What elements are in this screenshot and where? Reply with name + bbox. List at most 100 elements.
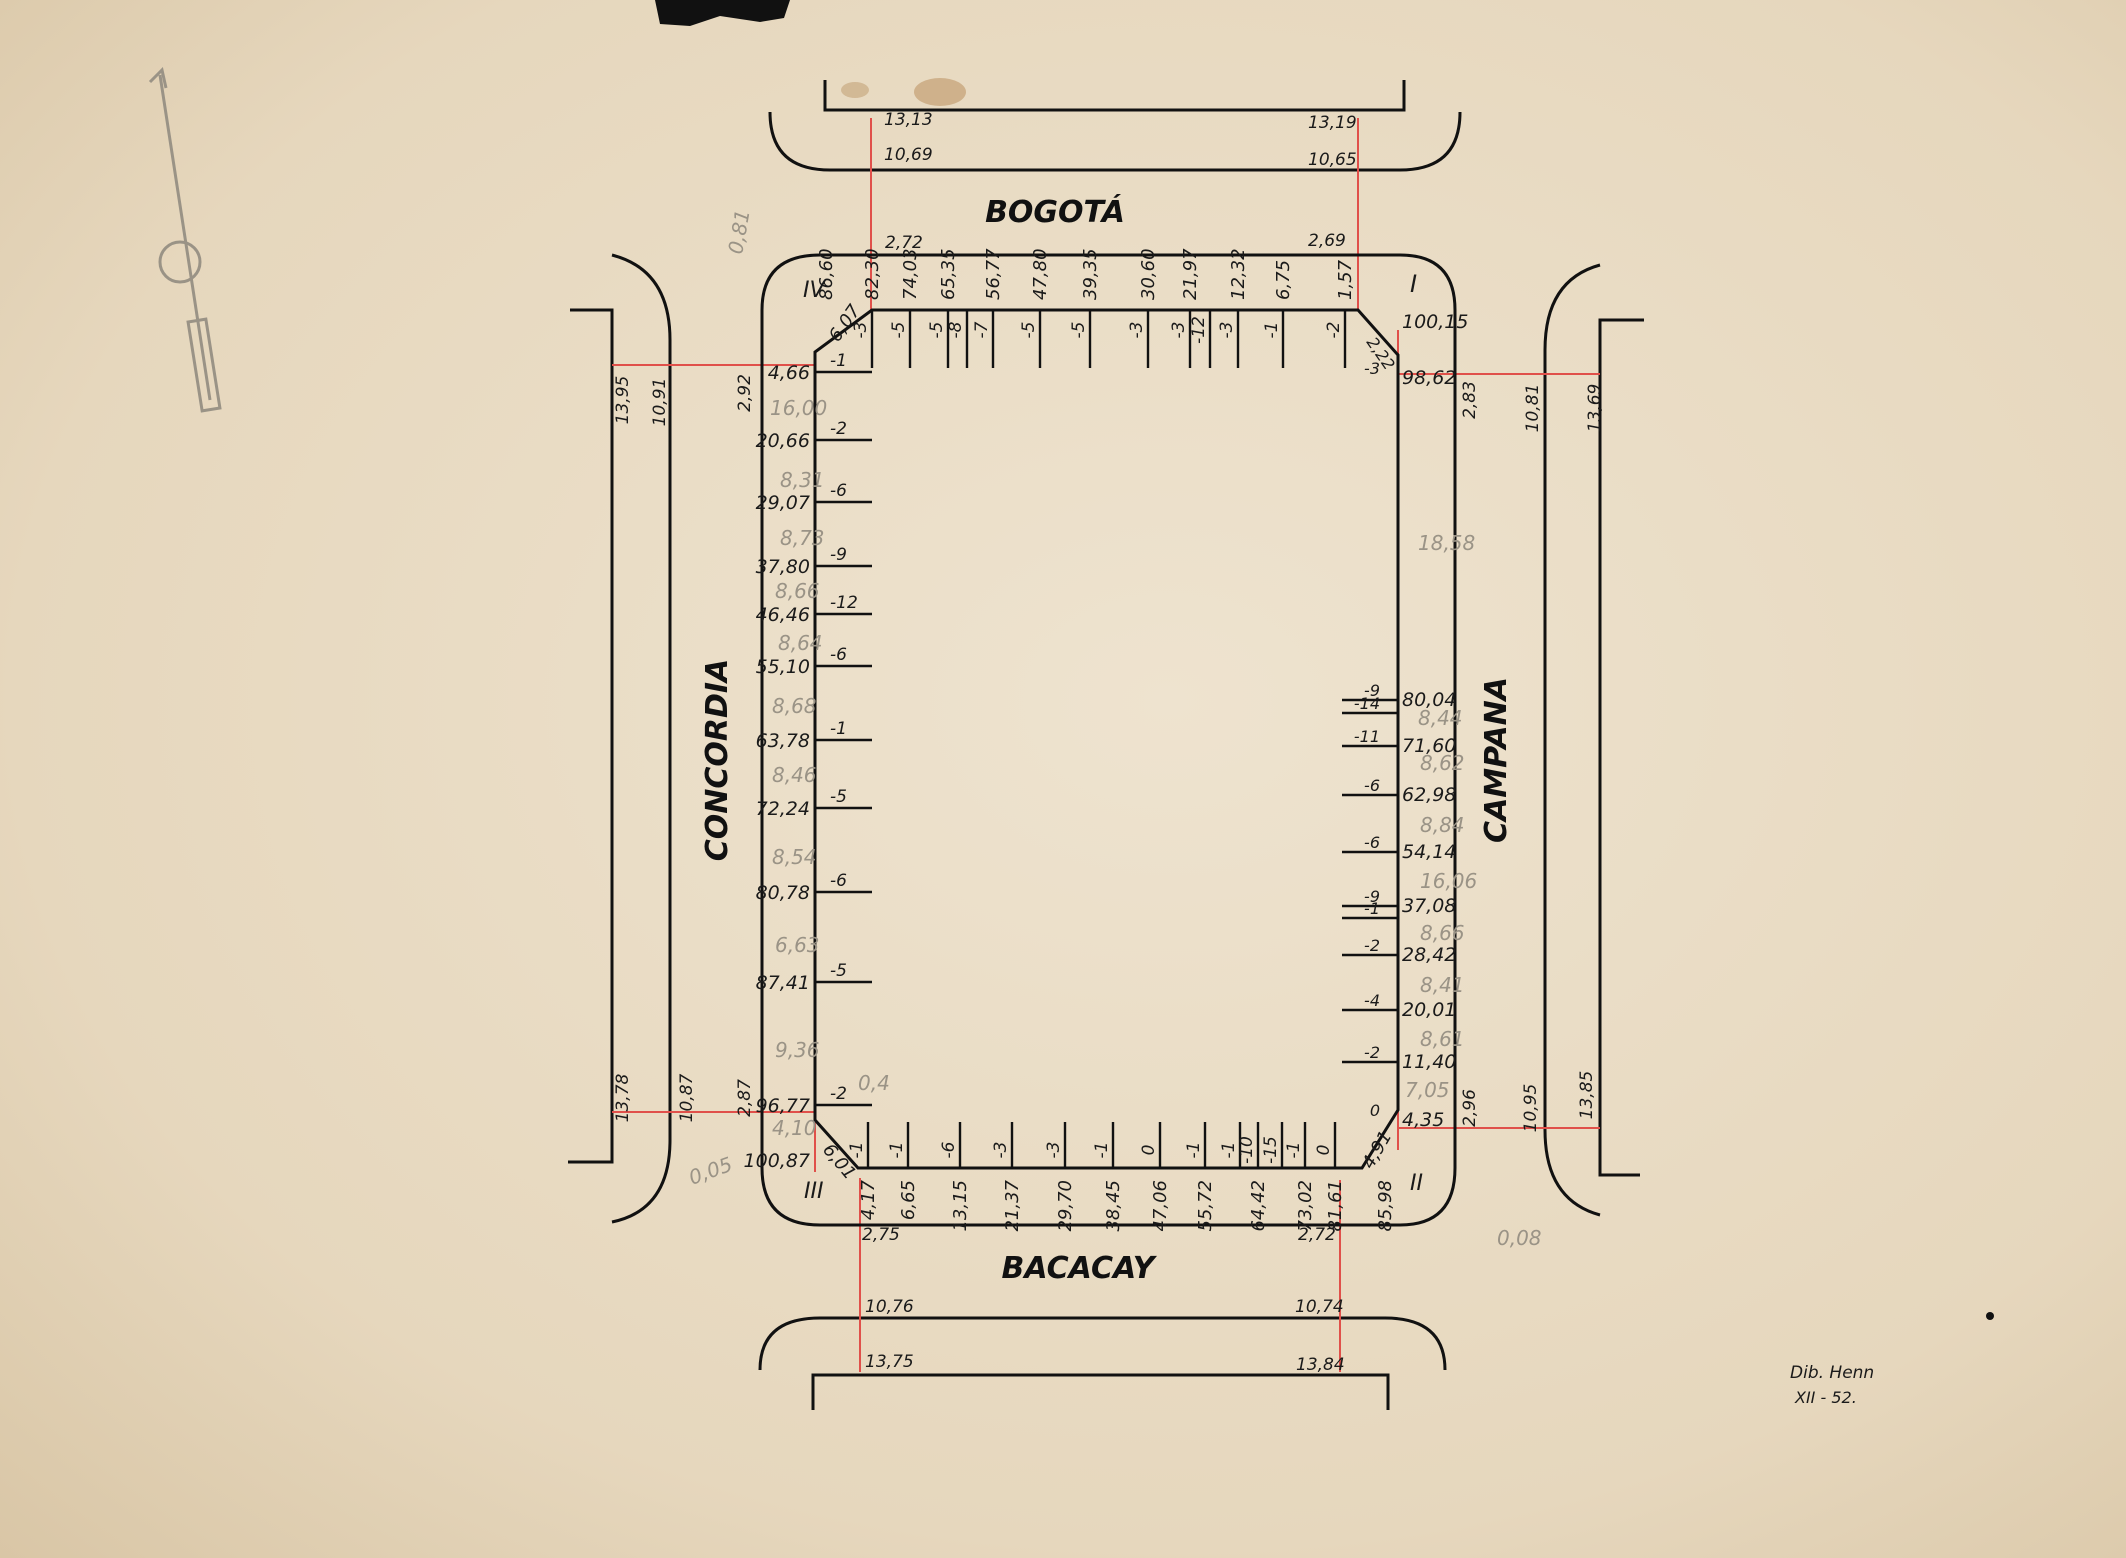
- right-edge-elevation: -11: [1354, 727, 1380, 746]
- block-outline: [760, 253, 1457, 1227]
- left-edge-elevation: -5: [830, 787, 847, 807]
- bottom-edge-elevation: -1: [1184, 1142, 1204, 1159]
- right-edge-elevation: -2: [1364, 936, 1380, 955]
- bottom-edge-distance: 6,65: [898, 1180, 919, 1220]
- left-edge-distance: 63,78: [756, 730, 810, 752]
- east-dimension: 13,69: [1585, 384, 1605, 433]
- bottom-edge-elevation: -1: [847, 1142, 867, 1159]
- top-edge-elevation: -1: [1262, 322, 1282, 339]
- pencil-note: 8,54: [772, 845, 817, 869]
- north-dimension: 2,72: [885, 233, 923, 253]
- elevation-ticks: [815, 310, 1398, 1168]
- ink-dot: [1986, 1312, 1994, 1320]
- right-edge-elevation: -2: [1364, 1043, 1380, 1062]
- top-edge-distance: 30,60: [1138, 248, 1159, 300]
- right-edge-distance: 80,04: [1402, 689, 1456, 711]
- bottom-edge-distance: 47,06: [1150, 1180, 1171, 1232]
- top-edge-elevation: -7: [972, 321, 992, 338]
- north-dimension: 13,19: [1308, 113, 1357, 133]
- pencil-note: 0,05: [686, 1152, 736, 1190]
- right-edge-elevation: -4: [1364, 991, 1380, 1010]
- street-name-north: BOGOTÁ: [985, 194, 1125, 230]
- pencil-note: 8,31: [780, 468, 825, 492]
- left-edge-distance: 37,80: [756, 556, 810, 578]
- pencil-note: 8,68: [772, 694, 817, 718]
- left-edge-distance: 87,41: [756, 972, 810, 994]
- pencil-note: 8,64: [778, 631, 823, 655]
- signature-name: Dib. Henn: [1790, 1363, 1874, 1383]
- signature-date: XII - 52.: [1794, 1388, 1857, 1407]
- street-name-west: CONCORDIA: [700, 659, 735, 862]
- left-edge-elevation: -5: [830, 961, 847, 981]
- right-edge-distance: 11,40: [1402, 1051, 1456, 1073]
- left-edge-elevation: -6: [830, 481, 847, 501]
- street-name-east: CAMPANA: [1479, 677, 1514, 843]
- right-edge-distance: 37,08: [1402, 895, 1456, 917]
- south-dimension: 10,74: [1295, 1297, 1344, 1317]
- pencil-note: 16,06: [1420, 869, 1477, 893]
- top-edge-elevation: -5: [1019, 322, 1039, 339]
- bottom-edge-distance: 64,42: [1248, 1180, 1269, 1232]
- north-arrow: [148, 67, 222, 413]
- bottom-edge-elevation: -6: [939, 1141, 959, 1158]
- pencil-note: 9,36: [775, 1038, 820, 1062]
- top-edge-elevation: -3: [1169, 322, 1189, 339]
- bottom-edge-elevation: -3: [1044, 1142, 1064, 1159]
- south-dimension: 13,75: [865, 1352, 914, 1372]
- left-edge-elevation: -2: [830, 419, 847, 439]
- pencil-note: 8,66: [775, 579, 820, 603]
- pencil-note: 8,41: [1420, 973, 1465, 997]
- left-edge-elevation: -9: [830, 545, 847, 565]
- left-edge-distance: 96,77: [756, 1095, 810, 1117]
- east-dimension: 13,85: [1577, 1071, 1597, 1120]
- north-dimension: 10,65: [1308, 150, 1357, 170]
- left-edge-distance: 100,87: [744, 1150, 810, 1172]
- bottom-edge-elevation: 0: [1314, 1145, 1334, 1156]
- left-edge-distance: 55,10: [756, 656, 810, 678]
- west-dimension: 13,78: [613, 1073, 633, 1122]
- pencil-note: 6,63: [775, 933, 820, 957]
- bottom-edge-distance: 85,98: [1375, 1180, 1396, 1232]
- east-dimension: 10,95: [1521, 1084, 1541, 1133]
- south-dimension: 10,76: [865, 1297, 914, 1317]
- pencil-note: 8,66: [1420, 921, 1465, 945]
- bottom-edge-distance: 29,70: [1055, 1180, 1076, 1232]
- top-edge-distance: 56,77: [983, 248, 1004, 300]
- east-dimension: 2,83: [1460, 381, 1480, 419]
- pencil-note: 8,61: [1420, 1027, 1465, 1051]
- top-edge-distance: 82,30: [862, 248, 883, 300]
- pencil-note: 8,62: [1420, 751, 1465, 775]
- right-edge-elevation: -1: [1364, 899, 1380, 918]
- right-edge-distance: 71,60: [1402, 735, 1456, 757]
- stain: [841, 82, 869, 98]
- right-edge-distance: 98,62: [1402, 367, 1456, 389]
- west-dimension: 2,87: [735, 1079, 755, 1117]
- pencil-note: 8,46: [772, 763, 817, 787]
- right-edge-elevation: -3: [1364, 359, 1380, 378]
- top-edge-distance: 21,97: [1180, 248, 1201, 300]
- right-edge-elevation: -6: [1364, 776, 1380, 795]
- south-dimension: 13,84: [1296, 1355, 1345, 1375]
- east-dimension: 2,96: [1460, 1089, 1480, 1127]
- left-edge-elevation: -1: [830, 351, 847, 371]
- right-edge-distance: 100,15: [1402, 311, 1468, 333]
- top-edge-distance: 47,80: [1030, 248, 1051, 300]
- right-edge-distance: 28,42: [1402, 944, 1456, 966]
- bottom-edge-distance: 4,17: [858, 1179, 879, 1220]
- pencil-note: 7,05: [1405, 1078, 1450, 1102]
- bottom-edge-elevation: -3: [991, 1142, 1011, 1159]
- right-edge-elevation: -9: [1364, 887, 1380, 906]
- bottom-edge-elevation: -15: [1261, 1136, 1281, 1164]
- pencil-note: 0,4: [858, 1071, 890, 1095]
- top-edge-elevation: -5: [889, 322, 909, 339]
- bottom-edge-distance: 21,37: [1002, 1179, 1023, 1231]
- left-edge-elevation: -6: [830, 645, 847, 665]
- north-dimension: 2,69: [1308, 231, 1346, 251]
- corner-label-ne: I: [1410, 270, 1417, 298]
- bottom-edge-elevation: 0: [1139, 1145, 1159, 1156]
- south-dimension: 2,75: [862, 1225, 900, 1245]
- top-edge-elevation: -12: [1189, 316, 1209, 344]
- north-dimension: 10,69: [884, 145, 933, 165]
